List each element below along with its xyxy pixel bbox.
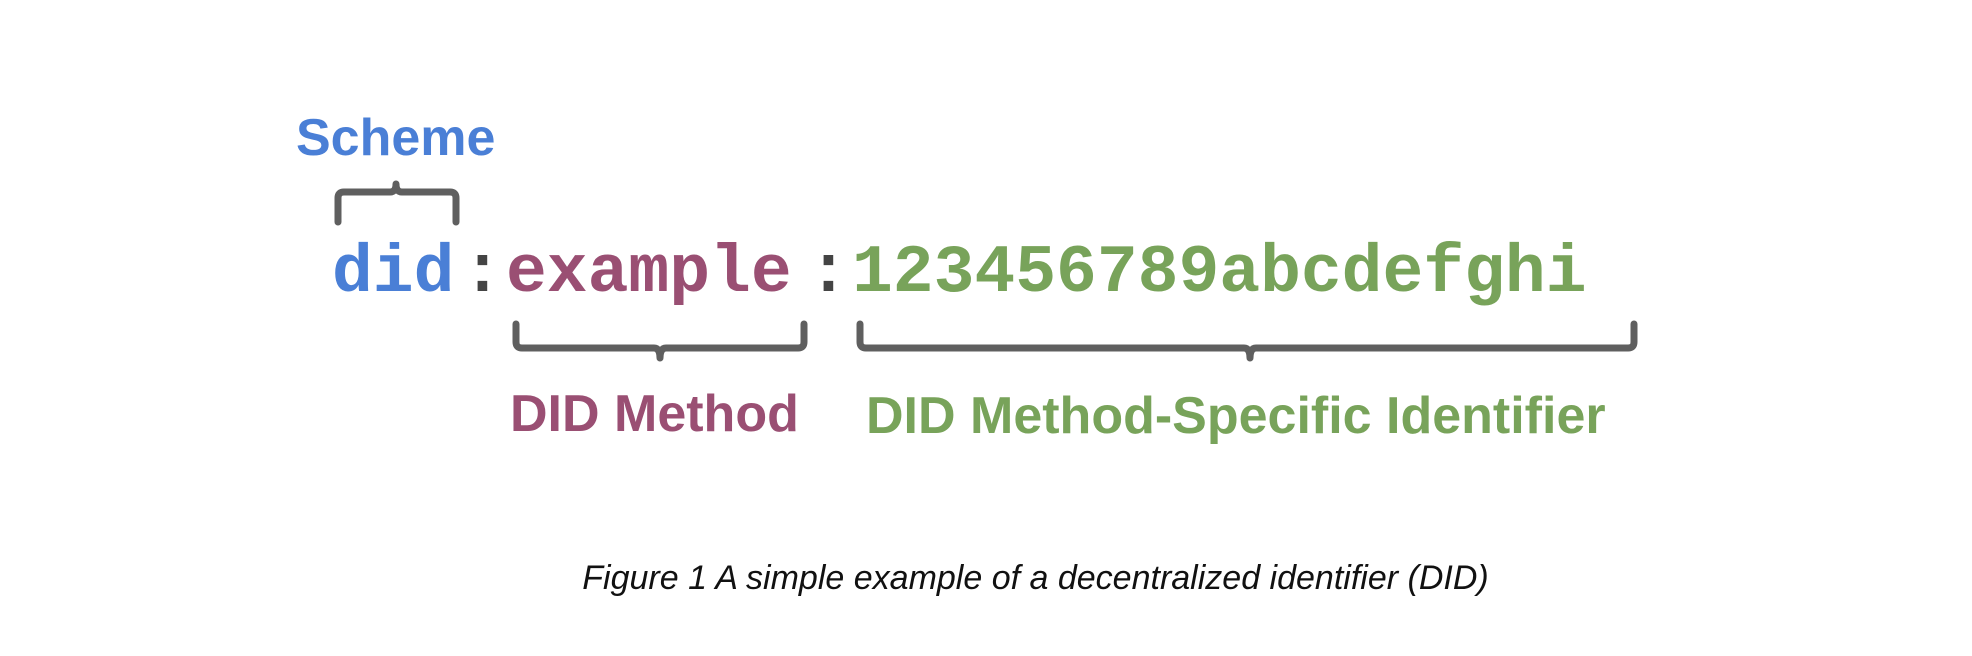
did-method-specific-id-text: 123456789abcdefghi: [852, 235, 1587, 312]
figure-caption: Figure 1 A simple example of a decentral…: [582, 559, 1489, 597]
method-specific-id-label: DID Method-Specific Identifier: [866, 387, 1606, 445]
scheme-label: Scheme: [296, 109, 496, 167]
did-scheme-text: did: [332, 235, 455, 312]
scheme-brace: [334, 180, 460, 226]
method-specific-id-brace: [856, 320, 1638, 362]
method-brace: [512, 320, 808, 362]
method-label: DID Method: [510, 385, 799, 443]
did-method-text: example: [506, 235, 792, 312]
did-separator-1: :: [462, 235, 503, 312]
did-separator-2: :: [808, 235, 849, 312]
